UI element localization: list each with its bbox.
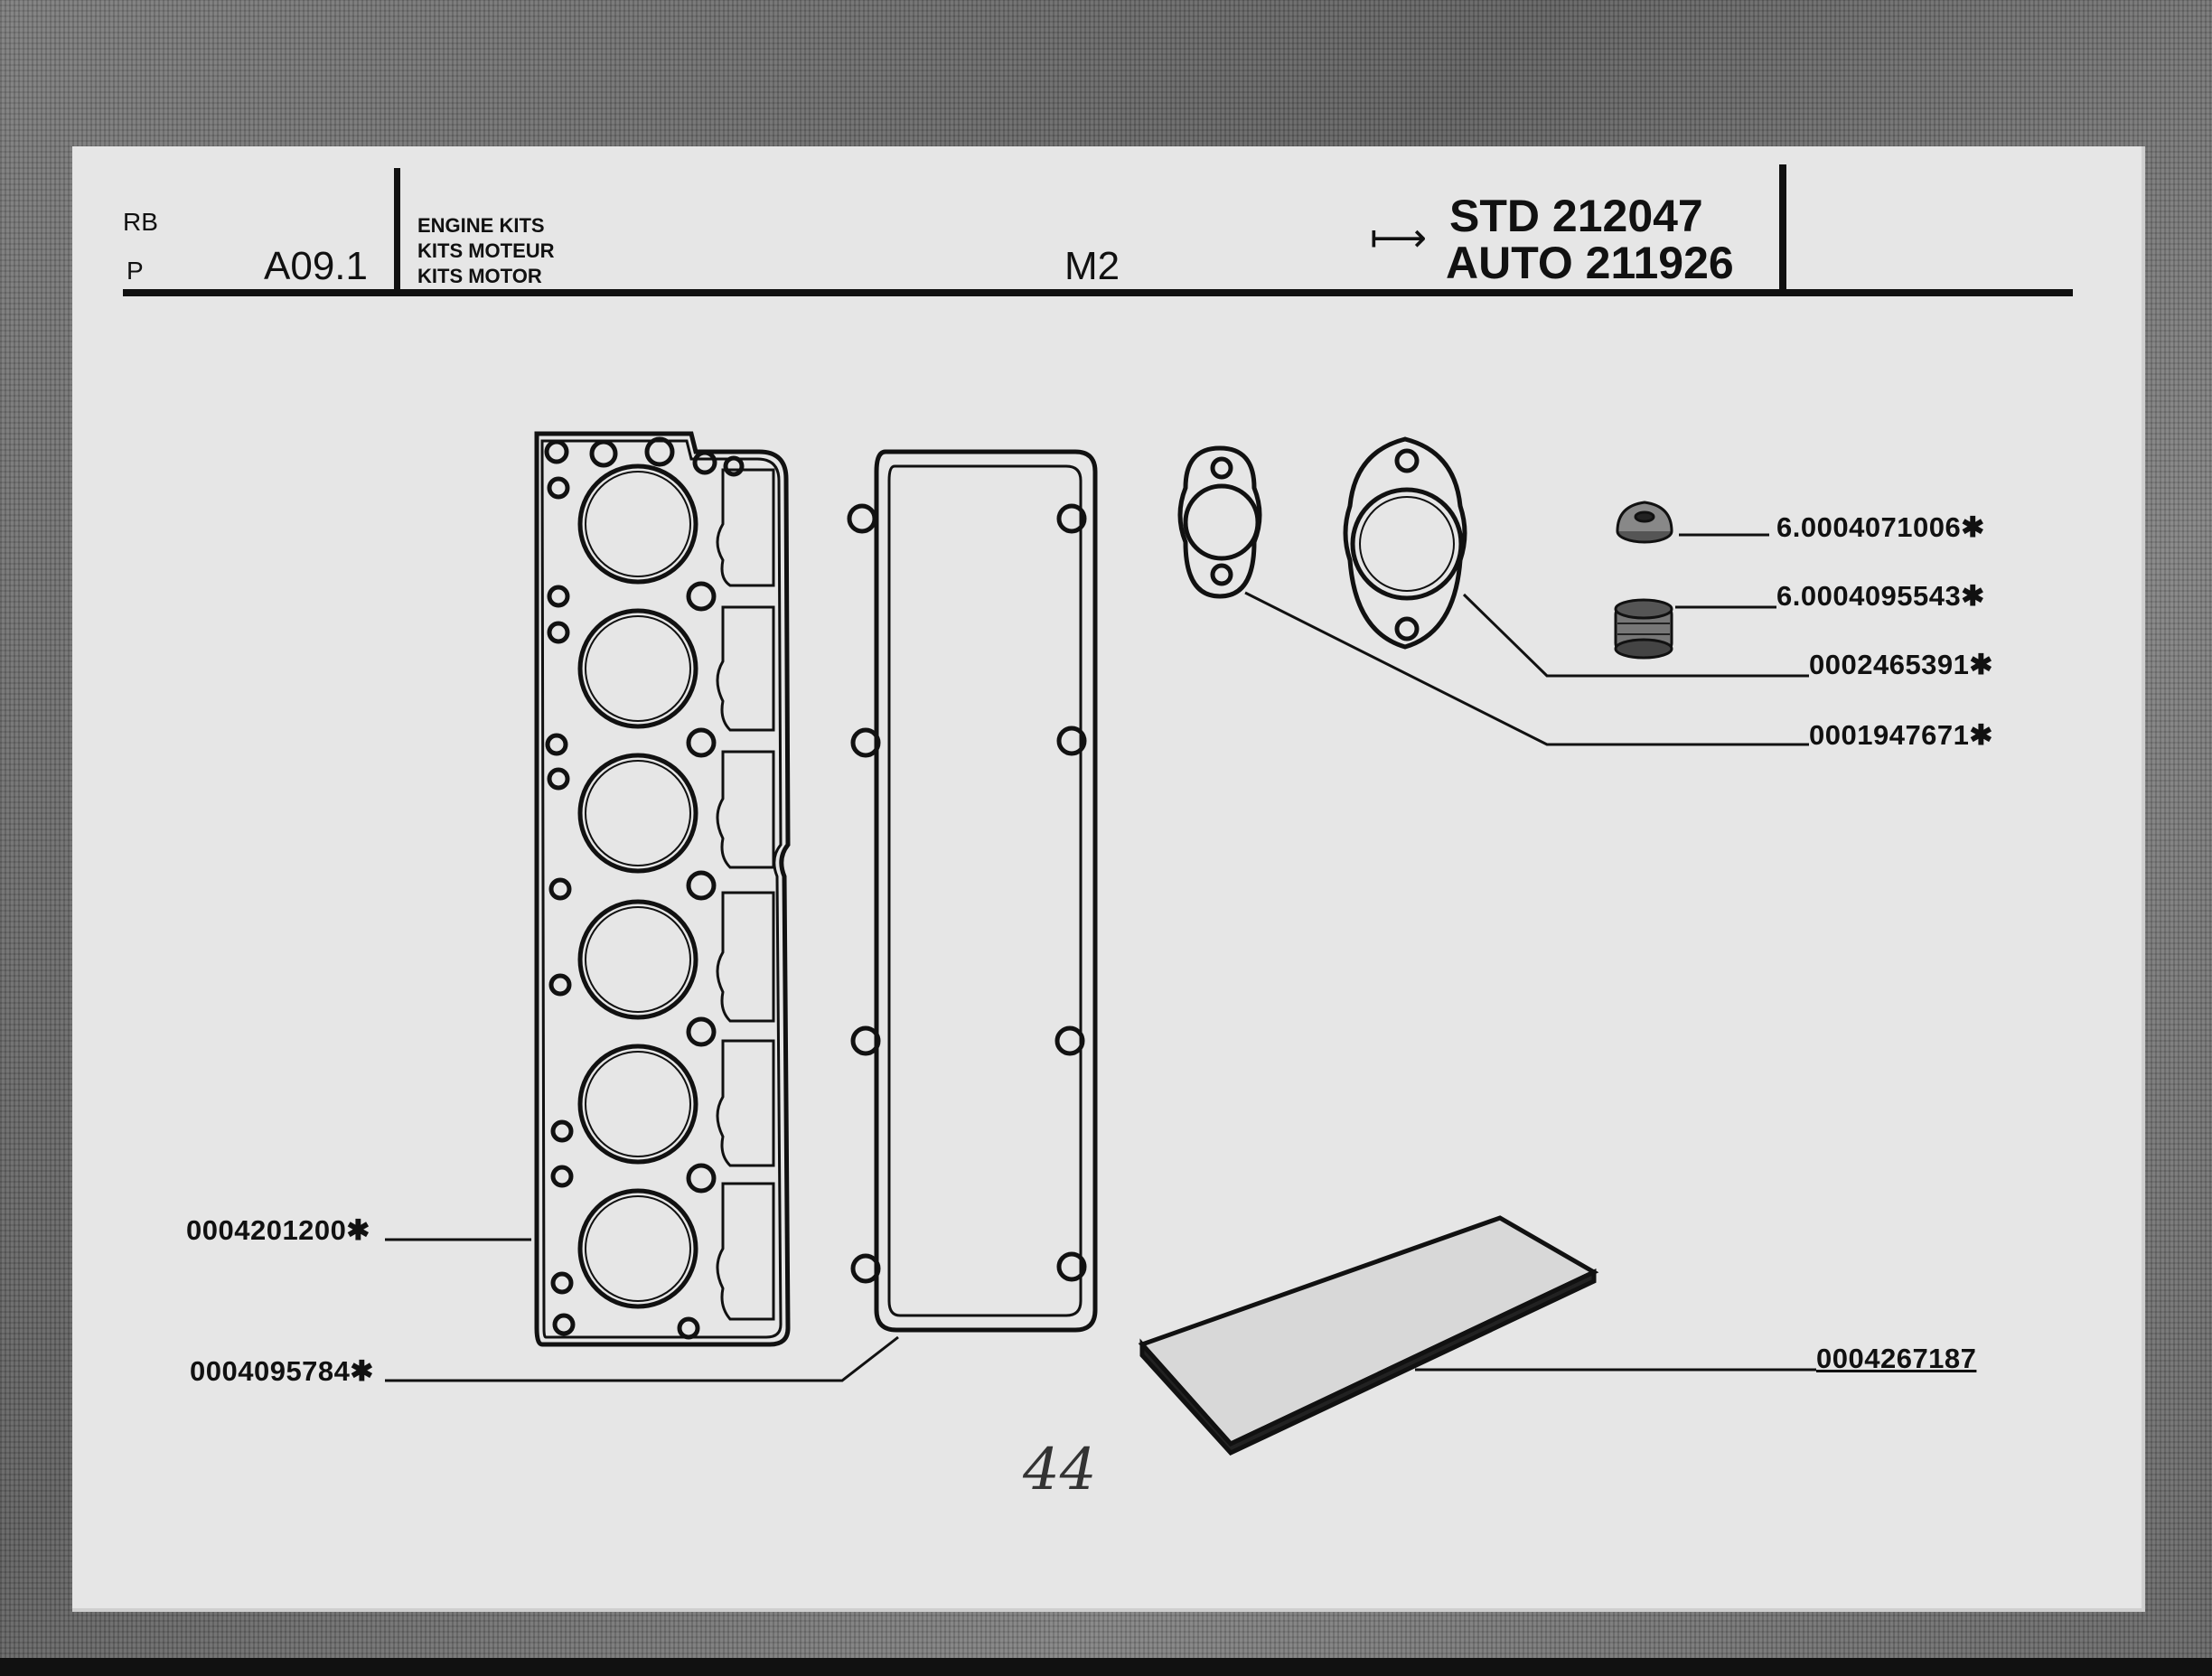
- part-number-valve-seal-1: 6.0004071006✱: [1776, 511, 1985, 543]
- kits-title-line-1: ENGINE KITS: [417, 214, 545, 237]
- std-serial: STD 212047: [1449, 191, 1703, 241]
- rocker-cover-gasket: [847, 449, 1098, 1333]
- part-number-large-flange-gasket: 0002465391✱: [1809, 649, 1993, 680]
- cylinder-head-gasket: [534, 431, 791, 1347]
- part-number-valve-seal-2: 6.0004095543✱: [1776, 580, 1985, 612]
- leader-lines: [385, 533, 1816, 1382]
- part-number-head-gasket: 0004201200✱: [186, 1214, 370, 1246]
- catalog-page: [72, 146, 2145, 1612]
- part-number-small-flange-gasket: 0001947671✱: [1809, 719, 1993, 751]
- gasket-sheet: [1138, 1215, 1599, 1456]
- model-code: M2: [1064, 244, 1120, 288]
- part-number-rocker-cover-gasket: 0004095784✱: [190, 1355, 374, 1387]
- part-number-gasket-sheet: 0004267187: [1816, 1343, 1977, 1374]
- section-number: A09.1: [264, 244, 368, 288]
- kits-title-line-2: KITS MOTEUR: [417, 239, 555, 262]
- large-flange-gasket: [1343, 436, 1467, 650]
- kits-title: ENGINE KITS KITS MOTEUR KITS MOTOR: [417, 213, 555, 289]
- header-divider-right: [1779, 164, 1786, 296]
- valve-stem-seal-2: [1614, 598, 1673, 660]
- valve-stem-seal-1: [1616, 501, 1673, 544]
- header-code-p: P: [127, 257, 144, 285]
- header-code-rb: RB: [123, 208, 158, 236]
- header-rule: [123, 289, 2073, 296]
- auto-serial: AUTO 211926: [1446, 238, 1734, 288]
- kits-title-line-3: KITS MOTOR: [417, 265, 542, 287]
- arrow-icon: ⟼: [1370, 216, 1428, 260]
- handwritten-page-number: 44: [1023, 1437, 1097, 1503]
- header-divider-left: [394, 168, 400, 296]
- small-flange-gasket: [1177, 445, 1262, 599]
- scanner-edge: [0, 1658, 2212, 1676]
